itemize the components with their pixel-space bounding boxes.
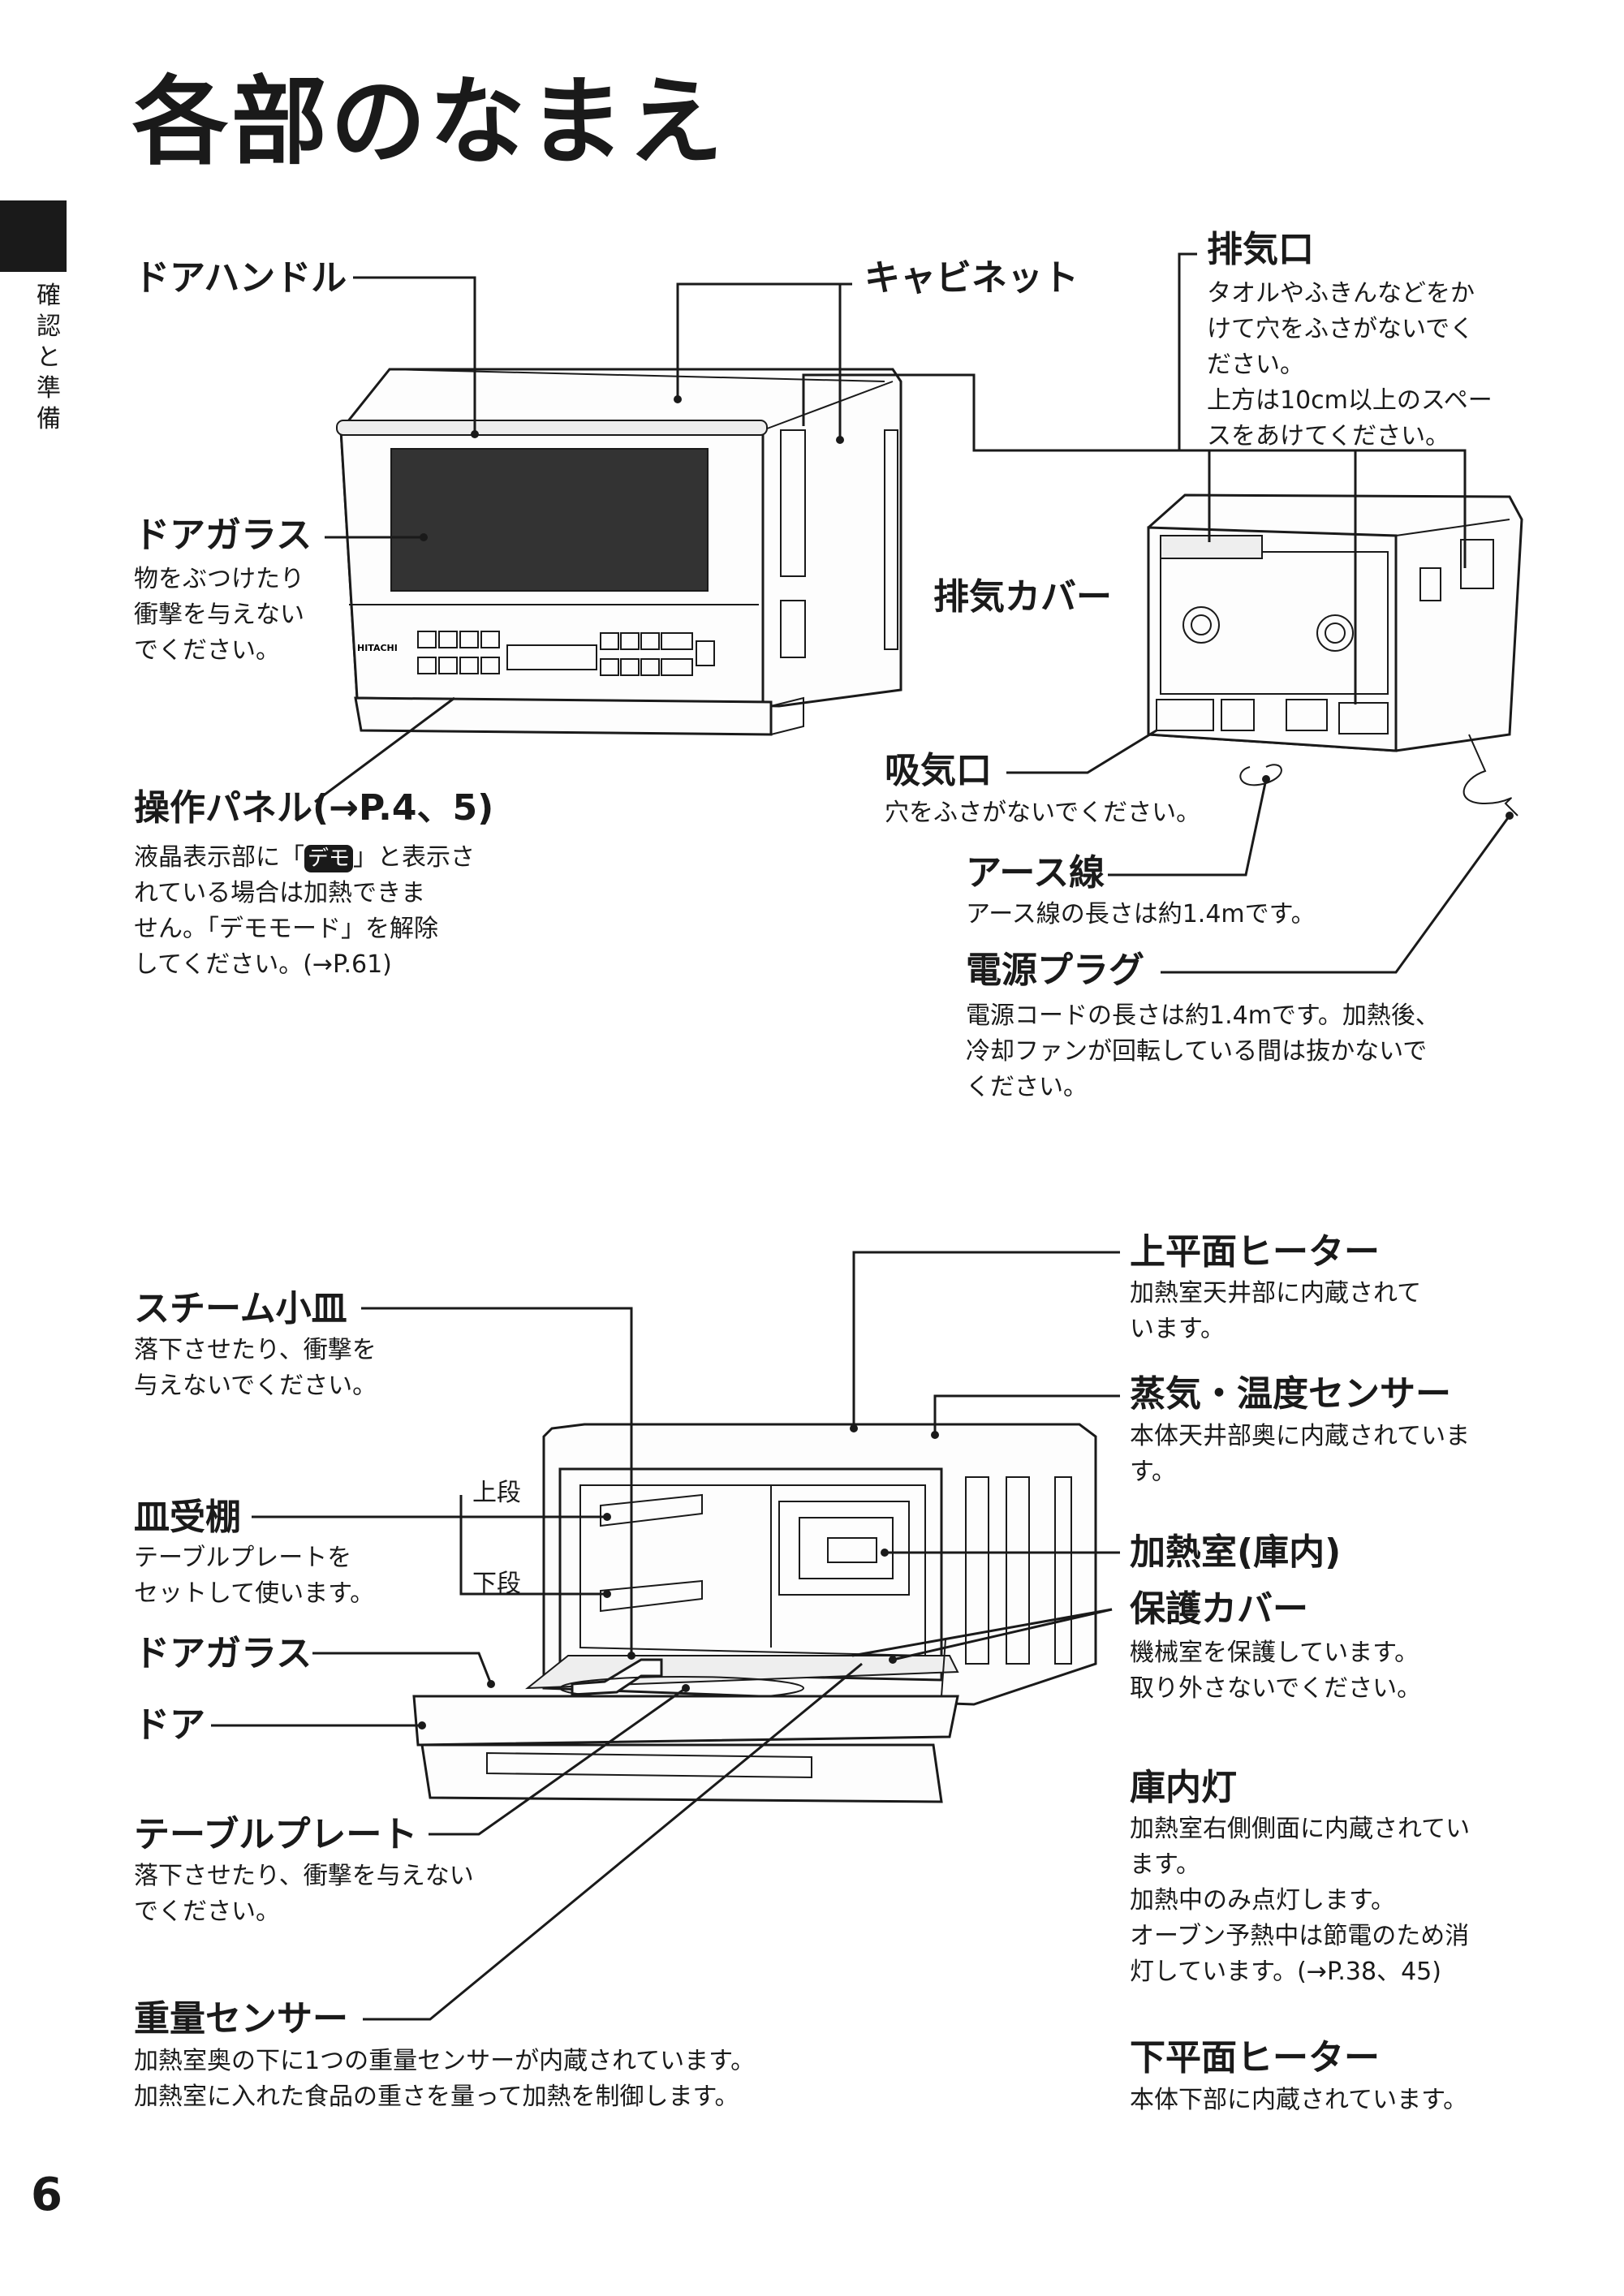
label-exhaust-cover: 排気カバー	[933, 576, 1112, 618]
leader-lines-bottom	[211, 1251, 1120, 2021]
label-intake: 吸気口	[885, 750, 992, 791]
label-lower-tier: 下段	[472, 1570, 521, 1598]
desc-protective-cover: 機械室を保護しています。 取り外さないでください。	[1130, 1639, 1422, 1703]
desc-door-glass: 物をぶつけたり 衝撃を与えない でください。	[134, 565, 304, 665]
section-tab-label: 確認と準備	[37, 282, 61, 433]
section-tab-marker	[0, 200, 67, 272]
demo-badge: デモ	[304, 845, 354, 872]
desc-exhaust: タオルやふきんなどをか けて穴をふさがないでく ださい。 上方は10cm以上のス…	[1207, 279, 1493, 450]
desc-power-plug: 電源コードの長さは約1.4mです。加熱後、 冷却ファンが回転している間は抜かない…	[966, 1002, 1440, 1101]
desc-rack: テーブルプレートを セットして使います。	[134, 1544, 375, 1608]
desc-intake: 穴をふさがないでください。	[885, 799, 1201, 827]
label-control-panel: 操作パネル(→P.4、5)	[134, 787, 494, 829]
label-door-glass: ドアガラス	[134, 515, 312, 556]
page-title: 各部のなまえ	[132, 66, 727, 178]
desc-top-heater: 加熱室天井部に内蔵されて います。	[1130, 1279, 1422, 1343]
label-door: ドア	[134, 1704, 205, 1746]
label-interior-light: 庫内灯	[1130, 1767, 1237, 1808]
label-steam-temp-sensor: 蒸気・温度センサー	[1130, 1373, 1451, 1415]
desc-table-plate: 落下させたり、衝撃を与えない でください。	[134, 1862, 474, 1926]
label-protective-cover: 保護カバー	[1130, 1588, 1308, 1630]
desc-bottom-heater: 本体下部に内蔵されています。	[1130, 2086, 1468, 2114]
label-ground-wire: アース線	[966, 852, 1105, 894]
desc-ground-wire: アース線の長さは約1.4mです。	[966, 900, 1316, 928]
label-table-plate: テーブルプレート	[134, 1814, 418, 1855]
page-number: 6	[31, 2169, 62, 2221]
label-power-plug: 電源プラグ	[966, 950, 1144, 991]
desc-steam-temp-sensor: 本体天井部奥に内蔵されていま す。	[1130, 1422, 1471, 1486]
label-cabinet: キャビネット	[864, 257, 1079, 299]
oven-brand-text: HITACHI	[357, 643, 398, 653]
oven-front-illustration: HITACHI	[336, 368, 902, 736]
label-exhaust: 排気口	[1207, 229, 1314, 270]
label-weight-sensor: 重量センサー	[134, 1998, 348, 2040]
label-upper-tier: 上段	[472, 1479, 521, 1507]
leader-lines-top	[314, 252, 1514, 974]
label-door-glass-bottom: ドアガラス	[134, 1633, 312, 1674]
oven-rear-illustration	[1147, 493, 1523, 816]
desc-weight-sensor: 加熱室奥の下に1つの重量センサーが内蔵されています。 加熱室に入れた食品の重さを…	[134, 2047, 756, 2111]
label-top-heater: 上平面ヒーター	[1130, 1231, 1380, 1273]
desc-control-panel: 液晶表示部に「デモ」と表示さ れている場合は加熱できま せん。「デモモード」を解…	[134, 840, 483, 983]
desc-control-panel-pre: 液晶表示部に「	[134, 843, 304, 872]
label-door-handle: ドアハンドル	[134, 257, 347, 299]
label-chamber: 加熱室(庫内)	[1130, 1531, 1342, 1573]
oven-open-illustration	[412, 1423, 1097, 1803]
desc-interior-light: 加熱室右側側面に内蔵されてい ます。 加熱中のみ点灯します。 オーブン予熱中は節…	[1130, 1815, 1471, 1986]
desc-control-panel-post: 」と表示さ れている場合は加熱できま せん。「デモモード」を解除 してください。…	[134, 843, 476, 979]
label-bottom-heater: 下平面ヒーター	[1130, 2037, 1380, 2078]
desc-steam-dish: 落下させたり、衝撃を 与えないでください。	[134, 1336, 377, 1400]
label-rack: 皿受棚	[134, 1497, 241, 1538]
label-steam-dish: スチーム小皿	[134, 1288, 347, 1329]
